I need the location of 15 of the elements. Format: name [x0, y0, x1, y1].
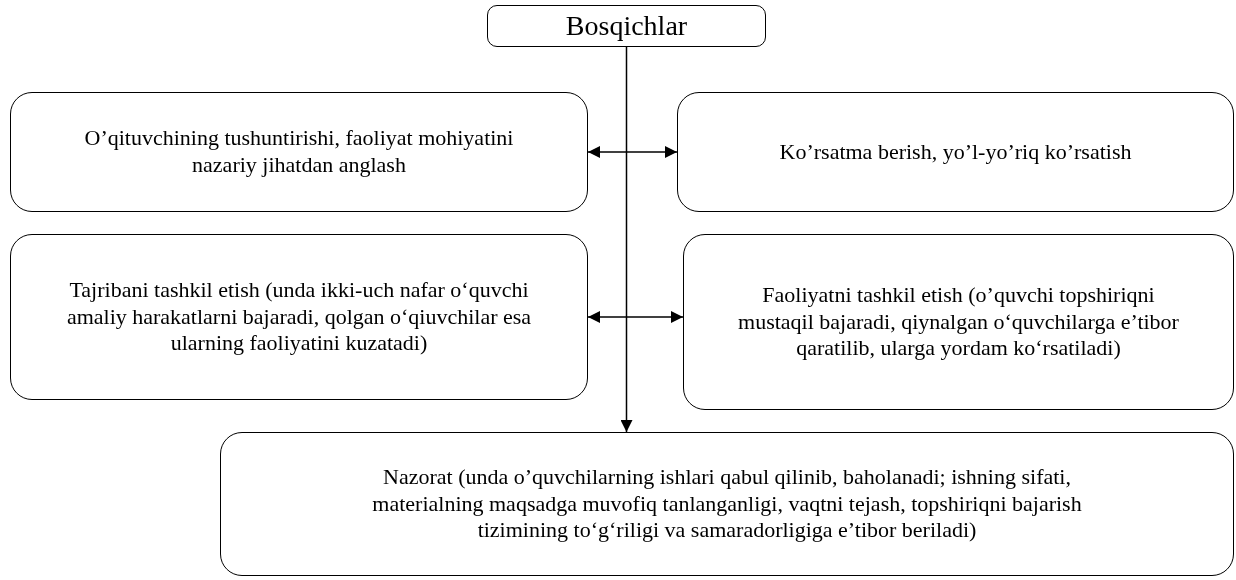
process-box	[677, 92, 1234, 212]
box-text: Bosqichlar	[565, 8, 688, 43]
process-box	[683, 234, 1234, 410]
process-box	[487, 5, 766, 47]
box-text: Faoliyatni tashkil etish (o’quvchi topshiriqni mustaqil bajaradi, qiynalgan o‘quvchilarga e’tibor qaratilib, ularga yordam ko‘rsatiladi)	[737, 281, 1180, 363]
box-text: O’qituvchining tushuntirishi, faoliyat mohiyatini nazariy jihatdan anglash	[83, 125, 515, 179]
box-text: Ko’rsatma berish, yo’l-yo’riq ko’rsatish	[779, 138, 1132, 166]
process-box	[10, 92, 588, 212]
process-box	[10, 234, 588, 400]
arrow	[587, 146, 678, 158]
process-box	[220, 432, 1234, 576]
box-text: Tajribani tashkil etish (unda ikki-uch nafar o‘quvchi amaliy harakatlarni bajaradi, qolgan o‘qiuvchilar esa ularning faoliyatini kuzatadi)	[65, 276, 533, 358]
arrow	[620, 46, 633, 433]
box-text: Nazorat (unda o’quvchilarning ishlari qabul qilinib, baholanadi; ishning sifati, materialning maqsadga muvofiq tanlanganligi, vaqtni tejash, topshiriqni bajarish tizimining to‘g‘riligi va samaradorligiga e’tibor beriladi)	[371, 463, 1083, 545]
arrow	[587, 311, 684, 323]
